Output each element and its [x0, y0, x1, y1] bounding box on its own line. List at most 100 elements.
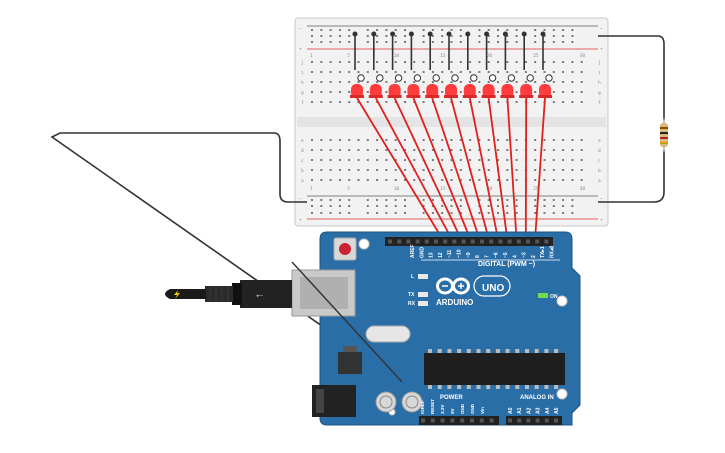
row-letter: b [301, 168, 304, 174]
analog-pin-label: A1 [517, 407, 523, 414]
usb-symbol-icon: ⭠ [256, 291, 263, 301]
capacitor [401, 391, 423, 413]
column-number: 1 [310, 186, 313, 192]
red-led[interactable] [351, 84, 363, 98]
row-letter: j [301, 60, 304, 66]
power-pin-label: RESET [430, 399, 435, 414]
row-letter: f [598, 100, 601, 106]
voltage-regulator [338, 352, 362, 374]
led-rx [418, 301, 428, 306]
digital-pin-label: AREF [410, 244, 416, 258]
mounting-hole [556, 388, 568, 400]
ground-wire[interactable] [50, 132, 403, 383]
power-pin-label: Vin [480, 407, 485, 414]
column-number: 25 [533, 53, 539, 59]
led-signal-wire[interactable] [412, 97, 472, 241]
rail-plus-label-bottom: + [299, 218, 302, 223]
column-number: 30 [580, 53, 586, 59]
rail-minus-label-bottom: − [299, 197, 302, 202]
resistor-wire-bottom[interactable] [598, 150, 665, 203]
power-pin-label: IOREF [420, 400, 425, 414]
analog-pin-label: A5 [554, 407, 560, 414]
led-signal-wire[interactable] [506, 97, 518, 241]
led-signal-wire[interactable] [356, 97, 444, 241]
power-label: POWER [440, 395, 463, 401]
led-signal-wire[interactable] [375, 97, 453, 241]
lightning-icon [174, 290, 180, 299]
power-pin-label: GND [460, 403, 465, 414]
rail-plus-label-right: + [600, 47, 603, 52]
red-led[interactable] [463, 84, 476, 98]
digital-pin-label: ~5 [503, 252, 509, 258]
led-l [418, 274, 428, 279]
led-group [350, 31, 553, 241]
row-letter: e [301, 139, 304, 144]
red-led[interactable] [388, 84, 401, 98]
row-letter: a [598, 179, 601, 184]
model-text: UNO [482, 283, 504, 294]
microcontroller-chip [424, 353, 565, 385]
power-pin-label: 5V [450, 408, 455, 414]
rail-minus-label-right: − [600, 27, 603, 32]
resistor-wire-top[interactable] [598, 35, 665, 120]
red-led[interactable] [501, 84, 514, 98]
digital-header[interactable] [385, 237, 553, 246]
led-signal-wire[interactable] [487, 97, 509, 241]
column-number: 25 [533, 186, 539, 192]
row-letter: a [301, 179, 304, 184]
column-number: 5 [347, 53, 350, 59]
row-letter: c [301, 159, 304, 164]
led-signal-wire[interactable] [450, 97, 490, 241]
red-led[interactable] [407, 84, 420, 98]
row-letter: i [598, 70, 601, 76]
row-letter: h [598, 80, 601, 86]
red-led[interactable] [426, 84, 439, 98]
ground-wire-segment[interactable] [291, 261, 403, 383]
led-signal-wire[interactable] [534, 97, 546, 241]
red-led[interactable] [539, 84, 551, 98]
power-on-led [538, 293, 548, 298]
row-letter: g [598, 91, 601, 96]
column-number: 15 [440, 53, 446, 59]
digital-pin-label: 2 [531, 255, 537, 258]
digital-pin-label: RX◂0 [550, 246, 556, 258]
digital-label: DIGITAL (PWM ~) [478, 261, 535, 268]
digital-pin-label: 8 [475, 255, 481, 258]
power-pin-label: 3.3V [440, 405, 445, 414]
reset-button-cap[interactable] [339, 243, 351, 255]
led-signal-wire[interactable] [468, 97, 500, 241]
brand-text: ARDUINO [436, 298, 473, 307]
crystal-oscillator [365, 325, 411, 343]
analog-header[interactable] [506, 416, 562, 425]
digital-pin-label: 4 [512, 255, 518, 258]
column-number: 10 [394, 186, 400, 192]
on-label: ON [550, 294, 558, 300]
column-number: 30 [580, 186, 586, 192]
arduino-logo [436, 275, 511, 297]
led-signal-wire[interactable] [393, 97, 463, 241]
digital-pin-label: 12 [438, 252, 444, 258]
digital-pin-holes [388, 239, 549, 244]
red-led[interactable] [482, 84, 495, 98]
red-led[interactable] [369, 84, 382, 98]
led-tx-label: TX [408, 292, 415, 298]
led-l-label: L [411, 274, 414, 280]
red-led[interactable] [520, 84, 533, 98]
red-led[interactable] [445, 84, 457, 98]
digital-pin-label: GND [419, 247, 425, 259]
row-letter: b [598, 168, 601, 174]
resistor[interactable] [660, 118, 668, 152]
mounting-hole [556, 295, 568, 307]
led-signal-wire[interactable] [431, 97, 481, 241]
column-number: 10 [394, 53, 400, 59]
digital-pin-label: ~3 [522, 252, 528, 258]
power-pin-label: GND [470, 403, 475, 414]
row-letter: h [301, 80, 304, 86]
rail-plus-label: + [299, 47, 302, 52]
column-number: 5 [347, 186, 350, 192]
power-header[interactable] [419, 416, 499, 425]
